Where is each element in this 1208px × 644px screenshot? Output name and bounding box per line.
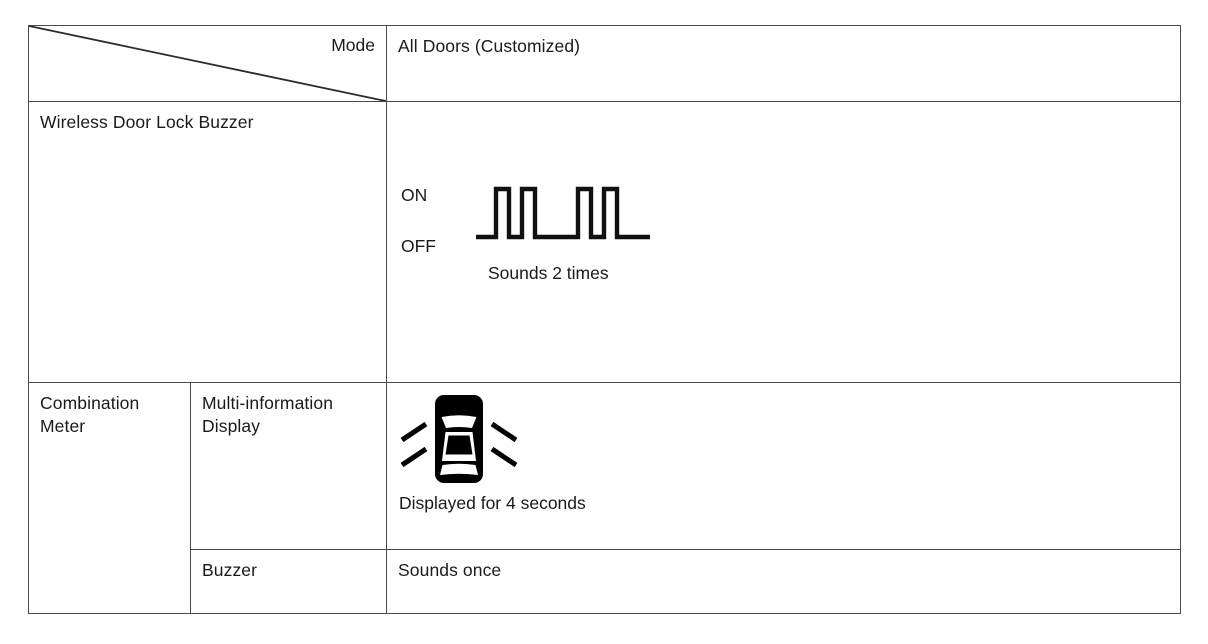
mode-specification-table: Mode All Doors (Customized) Wireless Doo… xyxy=(28,24,1181,615)
table-row: Wireless Door Lock Buzzer ON OFF Sounds … xyxy=(28,101,1181,383)
header-mode-value-cell: All Doors (Customized) xyxy=(386,24,1181,103)
display-icon-caption: Displayed for 4 seconds xyxy=(399,492,586,513)
table-row: Buzzer Sounds once xyxy=(29,549,1181,614)
sub-label-multi-information-display: Multi-information Display xyxy=(190,381,387,551)
table-header-row: Mode All Doors (Customized) xyxy=(28,24,1181,103)
row-label-text: Combination Meter xyxy=(40,392,140,436)
row-label-text: Wireless Door Lock Buzzer xyxy=(40,112,254,133)
waveform-caption: Sounds 2 times xyxy=(488,263,609,284)
buzzer-waveform-diagram: ON OFF Sounds 2 times xyxy=(399,175,699,293)
row-label-wireless-door-lock-buzzer: Wireless Door Lock Buzzer xyxy=(28,101,387,383)
sub-label-text: Multi-information Display xyxy=(202,392,334,436)
square-wave-icon xyxy=(476,186,650,240)
header-mode-value: All Doors (Customized) xyxy=(398,36,581,56)
waveform-off-label: OFF xyxy=(401,236,436,257)
waveform-on-label: ON xyxy=(401,185,428,206)
header-corner-cell: Mode xyxy=(28,24,387,103)
buzzer-value-text: Sounds once xyxy=(398,560,502,581)
waveform-cell: ON OFF Sounds 2 times xyxy=(386,101,1181,383)
buzzer-value-cell: Sounds once xyxy=(386,549,1181,614)
car-flashing-icon xyxy=(400,394,518,483)
sub-label-text: Buzzer xyxy=(202,560,258,581)
row-label-combination-meter: Combination Meter xyxy=(28,381,191,615)
header-mode-label: Mode xyxy=(331,35,375,55)
sub-label-buzzer: Buzzer xyxy=(190,549,387,614)
multi-information-display-content-cell: Displayed for 4 seconds xyxy=(386,381,1181,551)
table-row: Combination Meter Multi-information Disp… xyxy=(28,381,1181,615)
display-icon-block: Displayed for 4 seconds xyxy=(399,393,719,513)
